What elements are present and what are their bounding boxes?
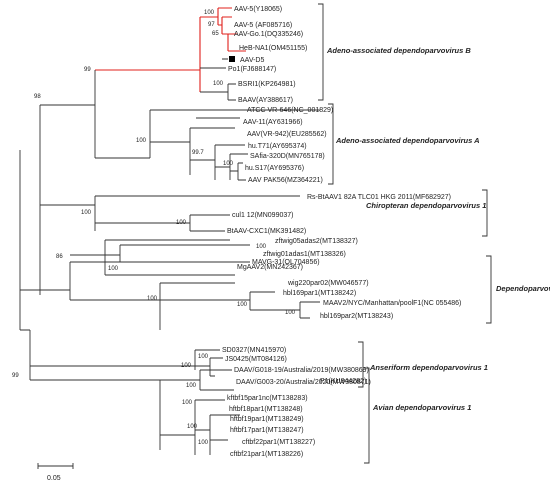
bracket-anser [358, 341, 364, 388]
branch-aava [40, 70, 320, 181]
leaf-maav2: MAAV2/NYC/Manhattan/poolF1(NC 055486) [323, 300, 461, 307]
leaf-daav2019: DAAV/G018-19/Australia/2019(MW380869) [234, 367, 369, 374]
leaf-hftbf18: hftbf18par1(MT138248) [229, 406, 303, 413]
leaf-kftbf15: kftbf15par1nc(MT138283) [227, 395, 308, 402]
clade-label-aavb: Adeno-associated dependoparvovirus B [326, 46, 471, 55]
bracket-dsp [486, 255, 492, 324]
branch-aavb-black [200, 58, 236, 101]
leaf-rsbt: Rs-BtAAV1 82A TLC01 HKG 2011(MF682927) [307, 194, 451, 201]
leaf-aav5y: AAV-5(Y18065) [234, 6, 282, 13]
branch-aavb-root [95, 7, 246, 92]
branch-anser [20, 329, 223, 380]
clade-brackets [318, 3, 492, 464]
leaf-baav: BAAV(AY388617) [238, 97, 293, 104]
bootstrap-value: 99 [84, 67, 91, 73]
bootstrap-value: 99 [12, 373, 19, 379]
bootstrap-value: 100 [198, 440, 209, 446]
bootstrap-value: 100 [213, 81, 224, 87]
leaf-mavg: MAVG-31(OL704856) [252, 259, 320, 266]
leaf-bsri1: BSRI1(KP264981) [238, 81, 296, 88]
bootstrap-value: 100 [186, 383, 197, 389]
leaf-safia: SAfia-320D(MN765178) [250, 153, 325, 160]
clade-label-avian: Avian dependoparvovirus 1 [372, 403, 471, 412]
leaf-hebna1: HeB-NA1(OM451155) [239, 45, 307, 52]
bracket-chiro [482, 189, 488, 237]
leaf-aavd5: AAV-D5 [240, 57, 264, 64]
bootstrap-value: 65 [212, 31, 219, 37]
branch-chiro [39, 105, 300, 232]
bootstrap-value: 100 [136, 138, 147, 144]
clade-label-anser: Anseriform dependoparvovirus 1 [369, 363, 488, 372]
bootstrap-value: 100 [81, 210, 92, 216]
leaf-cftbf22: cftbf22par1(MT138227) [242, 439, 315, 446]
leaf-hbl169p2: hbl169par2(MT138243) [320, 313, 393, 320]
bootstrap-value: 100 [256, 244, 267, 250]
leaf-atcc: ATCC VR-646(NC_001829) [247, 107, 333, 114]
bootstrap-values: 100 97 65 100 99 98 100 99.7 100 100 100… [12, 10, 296, 446]
leaf-hftbf19: hftbf19par1(MT138249) [230, 416, 304, 423]
bootstrap-value: 86 [56, 254, 63, 260]
clade-label-chiro: Chiropteran dependoparvovirus 1 [366, 201, 486, 210]
leaf-cul1: cul1 12(MN099037) [232, 212, 293, 219]
leaf-hut71: hu.T71(AY695374) [248, 143, 307, 150]
leaf-js0425: JS0425(MT084126) [225, 356, 287, 363]
scale-bar-line [37, 463, 74, 469]
leaf-labels: AAV-5(Y18065) AAV-5 (AF085716) AAV-Go.1(… [222, 6, 461, 458]
bracket-aava [328, 103, 334, 185]
leaf-hbl169p1: hbl169par1(MT138242) [283, 290, 356, 297]
leaf-cftbf21: cftbf21par1(MT138226) [230, 451, 303, 458]
bootstrap-value: 100 [223, 161, 234, 167]
leaf-sd0327: SD0327(MN415970) [222, 347, 286, 354]
scale-bar: 0.05 [37, 463, 74, 482]
bootstrap-value: 99.7 [192, 150, 204, 156]
leaf-aavpak: AAV PAK56(MZ364221) [248, 177, 323, 184]
leaf-btaav: BtAAV-CXC1(MK391482) [227, 228, 306, 235]
bootstrap-value: 100 [198, 354, 209, 360]
bootstrap-value: 100 [204, 10, 215, 16]
leaf-hus17: hu.S17(AY695376) [245, 165, 304, 172]
bootstrap-value: 100 [187, 424, 198, 430]
bootstrap-value: 100 [285, 310, 296, 316]
leaf-aav11: AAV-11(AY631966) [243, 119, 303, 126]
leaf-hftbf17: hftbf17par1(MT138247) [230, 427, 304, 434]
tree-branches [19, 7, 320, 455]
bootstrap-value: 97 [208, 22, 215, 28]
bootstrap-value: 100 [181, 363, 192, 369]
black-square-icon [229, 56, 235, 62]
leaf-p1: P1(KU844282) [320, 378, 366, 385]
leaf-daav2020: DAAV/G003-20/Australia/2020(MW380871) [236, 379, 371, 386]
clade-labels: Adeno-associated dependoparvovirus B Ade… [326, 46, 550, 412]
clade-label-dsp: Dependoparvovirus sp. [496, 284, 550, 293]
bootstrap-value: 100 [176, 220, 187, 226]
scale-bar-label: 0.05 [47, 475, 61, 482]
bootstrap-value: 100 [182, 400, 193, 406]
leaf-aav5af: AAV-5 (AF085716) [234, 22, 292, 29]
leaf-aavvr942: AAV(VR-942)(EU285562) [247, 131, 327, 138]
bootstrap-value: 100 [237, 302, 248, 308]
branch-avian [30, 369, 240, 455]
leaf-aavgo: AAV-Go.1(DQ335246) [234, 31, 303, 38]
bootstrap-value: 100 [108, 266, 119, 272]
bootstrap-value: 98 [34, 94, 41, 100]
bracket-aavb [318, 3, 324, 101]
leaf-wig220: wig220par02(MW046577) [287, 280, 369, 287]
clade-label-aava: Adeno-associated dependoparvovirus A [335, 136, 480, 145]
leaf-zftwig05: zftwig05adas2(MT138327) [275, 238, 358, 245]
bracket-avian [364, 367, 370, 464]
bootstrap-value: 100 [147, 296, 158, 302]
branch-dsp [19, 150, 320, 330]
leaf-zftwig01: zftwig01adas1(MT138326) [263, 251, 346, 258]
leaf-po1: Po1(FJ688147) [228, 66, 276, 73]
leaf-mgaav2: MgAAV2(MN242367) [237, 264, 303, 271]
